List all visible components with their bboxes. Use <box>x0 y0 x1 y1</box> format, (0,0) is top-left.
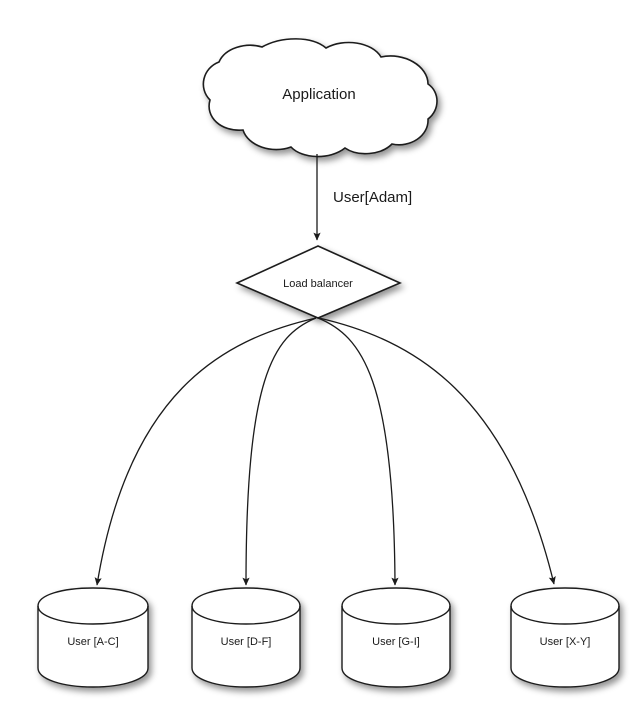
cylinder-rim-2 <box>191 605 301 625</box>
cylinder-body-2 <box>191 587 301 688</box>
node-database-2[interactable]: User [D-F] <box>191 587 301 688</box>
node-load-balancer[interactable]: Load balancer <box>235 245 402 319</box>
edge-group-load-balancer-to-databases <box>94 317 556 586</box>
node-database-4[interactable]: User [X-Y] <box>510 587 620 688</box>
database-label-3: User [G-I] <box>372 636 420 648</box>
edge-lb-to-db-4 <box>318 317 556 585</box>
application-label: Application <box>282 86 355 103</box>
edge-lb-to-db-2 <box>242 317 317 586</box>
node-application[interactable]: Application <box>202 38 438 158</box>
cylinder-body-3 <box>341 587 451 688</box>
cylinder-rim-3 <box>341 605 451 625</box>
node-database-3[interactable]: User [G-I] <box>341 587 451 688</box>
database-label-2: User [D-F] <box>221 636 272 648</box>
edge-lb-to-db-1 <box>94 317 317 586</box>
edge-label-user-adam: User[Adam] <box>333 189 412 206</box>
edge-application-to-load-balancer: User[Adam] <box>313 154 412 241</box>
cylinder-body-1 <box>37 587 149 688</box>
database-label-1: User [A-C] <box>67 636 118 648</box>
edge-lb-to-db-3 <box>317 317 399 586</box>
cylinder-body-4 <box>510 587 620 688</box>
cloud-shape <box>202 38 438 158</box>
cylinder-rim-1 <box>37 605 149 625</box>
cylinder-rim-4 <box>510 605 620 625</box>
database-label-4: User [X-Y] <box>540 636 591 648</box>
load-balancer-label: Load balancer <box>283 278 353 290</box>
node-database-1[interactable]: User [A-C] <box>37 587 149 688</box>
